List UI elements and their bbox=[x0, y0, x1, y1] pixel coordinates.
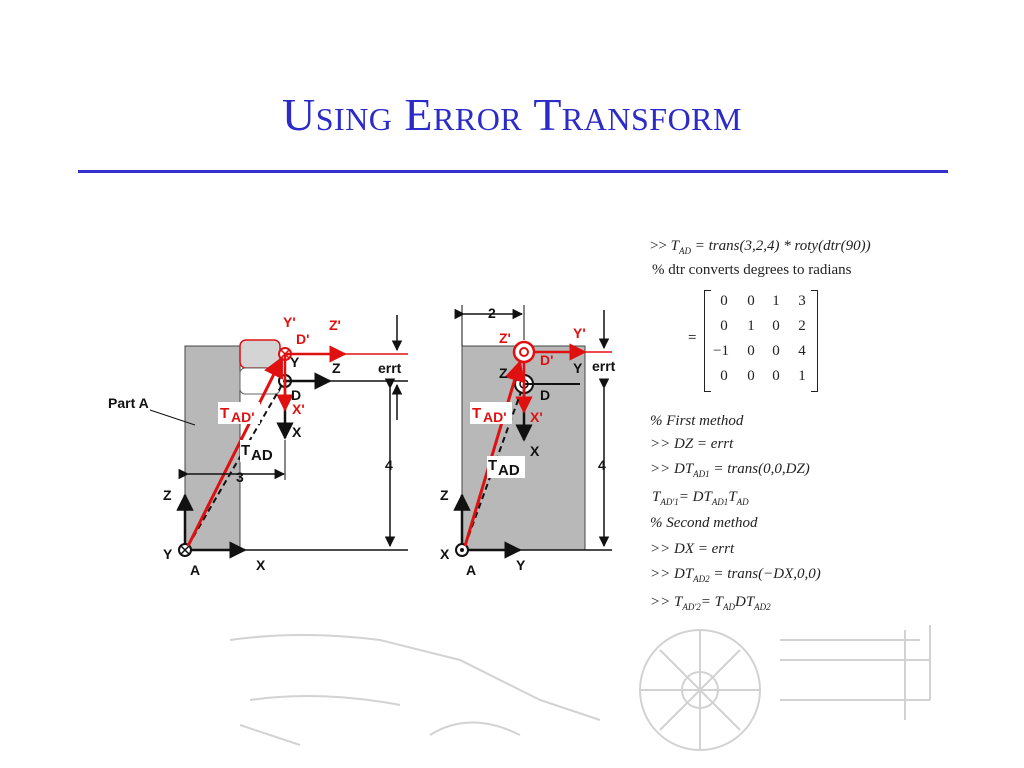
left-part-label: Part A bbox=[108, 395, 149, 411]
svg-text:T: T bbox=[488, 457, 497, 474]
eq-tadp1: TAD'1= DTAD1TAD bbox=[652, 489, 749, 507]
eq-dz: >> DZ = errt bbox=[650, 436, 734, 452]
svg-text:Y': Y' bbox=[573, 325, 586, 341]
svg-text:Y': Y' bbox=[283, 314, 296, 330]
left-tad-vector bbox=[187, 384, 283, 547]
svg-text:X: X bbox=[440, 546, 450, 562]
svg-text:X: X bbox=[256, 557, 266, 573]
svg-text:X': X' bbox=[530, 409, 543, 425]
title-underline bbox=[78, 170, 948, 173]
slide-title: Using Error Transform bbox=[282, 89, 742, 140]
svg-text:T: T bbox=[241, 442, 250, 459]
svg-text:D: D bbox=[291, 387, 301, 403]
left-frame-a-label: A bbox=[190, 562, 200, 578]
svg-text:Z: Z bbox=[440, 487, 449, 503]
part-a-block bbox=[184, 345, 241, 551]
svg-text:T: T bbox=[220, 405, 229, 422]
svg-text:Y: Y bbox=[516, 557, 526, 573]
eq-dx: >> DX = errt bbox=[650, 541, 735, 557]
eq-tad-definition: >> TAD = trans(3,2,4) * roty(dtr(90)) bbox=[650, 238, 871, 256]
svg-text:Z: Z bbox=[163, 487, 172, 503]
svg-text:Z': Z' bbox=[499, 330, 511, 346]
svg-text:X: X bbox=[530, 443, 540, 459]
svg-text:Z: Z bbox=[499, 365, 508, 381]
svg-text:X': X' bbox=[292, 401, 305, 417]
svg-text:A: A bbox=[466, 562, 476, 578]
svg-text:Y: Y bbox=[290, 354, 300, 370]
left-tadp-vector bbox=[186, 356, 284, 547]
eq-second-method: % Second method bbox=[650, 515, 758, 531]
svg-text:X: X bbox=[292, 424, 302, 440]
svg-text:Z: Z bbox=[332, 360, 341, 376]
eq-dt1: >> DTAD1 = trans(0,0,DZ) bbox=[650, 461, 810, 479]
eq-tadp2: >> TAD'2= TADDTAD2 bbox=[650, 594, 771, 612]
eq-dtr-comment: % dtr converts degrees to radians bbox=[652, 262, 852, 278]
left-tad-label: AD bbox=[251, 447, 273, 464]
svg-text:AD': AD' bbox=[483, 409, 507, 425]
right-diagram: A X Z Y Z D X Y errt Z' Y' D' X' 2 4 T A… bbox=[440, 305, 616, 578]
transform-matrix: = 0 0 1 3 0 1 0 2 −1 0 0 4 0 0 0 1 bbox=[688, 290, 818, 392]
svg-text:errt: errt bbox=[592, 358, 616, 374]
svg-text:4: 4 bbox=[598, 457, 606, 473]
part-a-notch bbox=[239, 339, 281, 369]
left-diagram: Part A A Y Z X Y D Z X Y' D' Z' X' errt … bbox=[108, 314, 408, 578]
svg-text:Z': Z' bbox=[329, 317, 341, 333]
eq-dt2: >> DTAD2 = trans(−DX,0,0) bbox=[650, 566, 821, 584]
svg-text:Y: Y bbox=[573, 360, 583, 376]
svg-text:3: 3 bbox=[236, 469, 244, 485]
svg-text:2: 2 bbox=[488, 305, 496, 321]
left-tadp-label: AD' bbox=[231, 409, 255, 425]
svg-text:Y: Y bbox=[163, 546, 173, 562]
eq-first-method: % First method bbox=[650, 413, 744, 429]
svg-text:errt: errt bbox=[378, 360, 402, 376]
svg-text:4: 4 bbox=[385, 457, 393, 473]
svg-text:T: T bbox=[472, 405, 481, 422]
svg-text:D': D' bbox=[540, 352, 553, 368]
svg-text:AD: AD bbox=[498, 462, 520, 479]
svg-text:D': D' bbox=[296, 331, 309, 347]
svg-text:D: D bbox=[540, 387, 550, 403]
